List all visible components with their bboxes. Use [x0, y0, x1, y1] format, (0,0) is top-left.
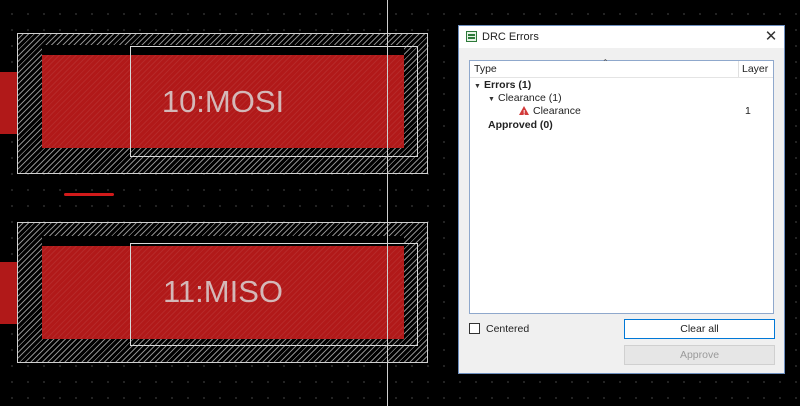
tree-header: ⌃ Type Layer [470, 58, 773, 78]
column-separator[interactable] [738, 61, 739, 77]
tree-label-errors: Errors (1) [484, 79, 532, 91]
centered-label[interactable]: Centered [486, 323, 530, 335]
pad-copper-miso[interactable] [42, 246, 404, 339]
pad-outline-mosi [130, 46, 418, 157]
column-type[interactable]: Type [474, 63, 497, 75]
pad-outline-miso [130, 243, 418, 346]
column-layer[interactable]: Layer [742, 63, 769, 75]
pad-label-miso: 11:MISO [162, 274, 284, 309]
clear-all-button[interactable]: Clear all [624, 319, 775, 339]
expand-down-icon[interactable]: ▼ [488, 96, 495, 103]
tree-label-clearance-group: Clearance (1) [498, 92, 562, 104]
centered-checkbox[interactable] [469, 323, 480, 334]
cursor-crosshair [387, 0, 388, 406]
drc-error-tree[interactable]: ⌃ Type Layer ▼Errors (1) ▼Clearance (1) … [469, 58, 774, 314]
tree-row-approved[interactable]: Approved (0) [488, 118, 553, 132]
dialog-titlebar[interactable]: DRC Errors ✕ [459, 26, 784, 48]
sort-caret-icon: ⌃ [602, 58, 609, 67]
expand-down-icon[interactable]: ▼ [474, 83, 481, 90]
drc-errors-dialog: DRC Errors ✕ ⌃ Type Layer ▼Errors (1) ▼C… [458, 25, 785, 374]
drc-table-icon [466, 31, 477, 42]
tree-row-clearance-group[interactable]: ▼Clearance (1) [488, 91, 562, 105]
tree-label-approved: Approved (0) [488, 119, 553, 131]
pad-copper-mosi[interactable] [42, 55, 404, 148]
close-icon[interactable]: ✕ [764, 28, 778, 45]
pad-label-mosi: 10:MOSI [161, 84, 285, 119]
error-marker[interactable] [64, 193, 114, 196]
warning-triangle-icon [519, 106, 529, 121]
tree-row-clearance-item[interactable]: Clearance 1 [519, 104, 771, 121]
tree-layer-value: 1 [745, 105, 751, 117]
tree-label-clearance-item: Clearance [533, 105, 581, 117]
tree-row-errors[interactable]: ▼Errors (1) [474, 78, 531, 92]
approve-button[interactable]: Approve [624, 345, 775, 365]
dialog-title: DRC Errors [482, 31, 539, 43]
